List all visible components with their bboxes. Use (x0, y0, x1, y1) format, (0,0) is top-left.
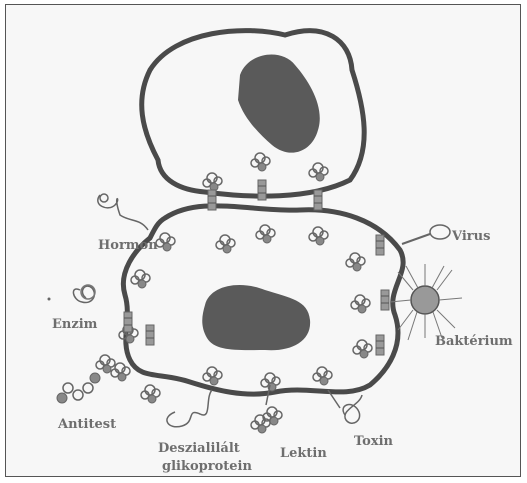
label-enzim: Enzim (52, 317, 98, 332)
label-antitest: Antitest (57, 417, 116, 432)
antitest-molecule-icon (57, 373, 100, 403)
label-deszialilalt: Deszialilált (158, 441, 240, 456)
deszialilalt-glikoprotein-icon (167, 390, 212, 427)
label-virus: Virus (451, 229, 490, 244)
label-glikoprotein: glikoprotein (162, 459, 252, 474)
virus-particle-icon (402, 225, 450, 244)
upper-nucleus (238, 55, 320, 153)
lower-nucleus (202, 285, 310, 350)
label-toxin: Toxin (354, 434, 394, 449)
label-hormon: Hormon (98, 238, 158, 253)
label-bakterium: Baktérium (435, 334, 513, 349)
enzim-ligand-icon (73, 285, 95, 303)
bakterium-cell-icon (390, 264, 462, 340)
label-lektin: Lektin (280, 446, 327, 461)
toxin-molecule-icon (328, 390, 362, 423)
stray-dot (48, 298, 51, 301)
intercellular-receptors (203, 153, 328, 253)
hormon-ligand-icon (98, 194, 148, 230)
